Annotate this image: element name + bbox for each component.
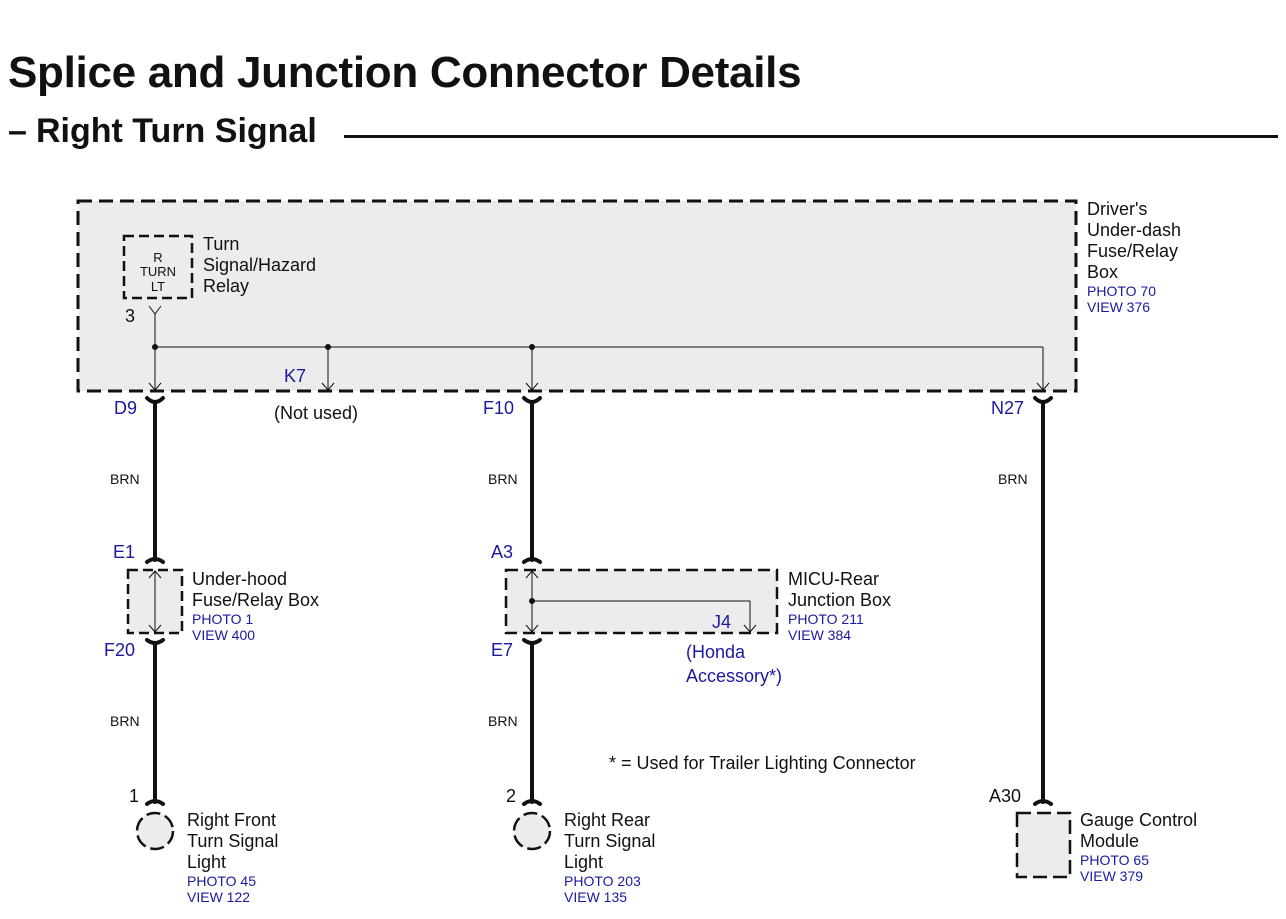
wire-color-label: BRN [998,471,1028,487]
gauge-module-box [1015,811,1072,879]
micu-name-line: MICU-Rear [788,569,880,589]
wire-color-label: BRN [488,713,518,729]
underhood-name-line: Fuse/Relay Box [192,590,320,610]
relay-inner-line: LT [150,279,166,294]
underhood-photo-link[interactable]: PHOTO 1 [192,611,254,627]
pin-f20: F20 [104,640,136,660]
rear-light-name-line: Turn Signal [564,831,656,851]
pin-n27: N27 [991,398,1025,418]
underdash-name-line: Under-dash [1087,220,1182,240]
pin-k7: K7 [284,366,307,386]
page-subtitle: Right Turn Signal [36,112,317,150]
rear-light-name-line: Right Rear [564,810,651,830]
wire-color-label: BRN [488,471,518,487]
underhood-view-link[interactable]: VIEW 400 [192,627,256,643]
pin-e1: E1 [113,542,136,562]
micu-view-link[interactable]: VIEW 384 [788,627,852,643]
pin-d9: D9 [114,398,138,418]
underdash-box [76,199,1078,393]
micu-accessory-note-line: (Honda [686,642,746,662]
k7-not-used-note: (Not used) [274,403,359,423]
rear-light-pin: 2 [506,786,517,806]
wire-color-label: BRN [110,713,140,729]
footnote: * = Used for Trailer Lighting Connector [609,753,916,773]
underdash-name-line: Driver's [1087,199,1148,219]
gauge-pin: A30 [989,786,1022,806]
relay-pin-label: 3 [125,306,136,326]
micu-name-line: Junction Box [788,590,892,610]
underdash-view-link[interactable]: VIEW 376 [1087,299,1151,315]
pin-e7: E7 [491,640,514,660]
relay-name-line: Signal/Hazard [203,255,317,275]
gauge-photo-link[interactable]: PHOTO 65 [1080,852,1149,868]
underhood-name-line: Under-hood [192,569,288,589]
rear-light-symbol [512,811,552,851]
relay-name-line: Relay [203,276,250,296]
wire-color-label: BRN [110,471,140,487]
rear-light-name-line: Light [564,852,604,872]
front-light-name-line: Turn Signal [187,831,279,851]
bus-splice-dots [152,344,535,350]
pin-j4: J4 [712,612,732,632]
front-light-photo-link[interactable]: PHOTO 45 [187,873,256,889]
front-light-symbol [135,811,175,851]
subtitle-dash: – [8,112,27,150]
relay-inner-line: TURN [139,264,177,279]
front-light-name-line: Light [187,852,227,872]
micu-photo-link[interactable]: PHOTO 211 [788,611,864,627]
front-light-pin: 1 [129,786,140,806]
front-light-name-line: Right Front [187,810,277,830]
pin-f10: F10 [483,398,515,418]
subtitle-rule [344,135,1278,138]
rear-light-photo-link[interactable]: PHOTO 203 [564,873,641,889]
thick-wires [145,396,1053,806]
underdash-name-line: Fuse/Relay [1087,241,1179,261]
pin-a3: A3 [491,542,514,562]
relay-inner-line: R [153,250,163,265]
rear-light-view-link[interactable]: VIEW 135 [564,889,628,905]
gauge-name-line: Module [1080,831,1140,851]
micu-accessory-note-line: Accessory*) [686,666,783,686]
page-title: Splice and Junction Connector Details [8,48,802,97]
underdash-name-line: Box [1087,262,1119,282]
gauge-name-line: Gauge Control [1080,810,1198,830]
front-light-view-link[interactable]: VIEW 122 [187,889,251,905]
gauge-view-link[interactable]: VIEW 379 [1080,868,1144,884]
relay-box [122,234,194,300]
relay-name-line: Turn [203,234,240,254]
internal-bus [148,305,1050,391]
underdash-photo-link[interactable]: PHOTO 70 [1087,283,1156,299]
